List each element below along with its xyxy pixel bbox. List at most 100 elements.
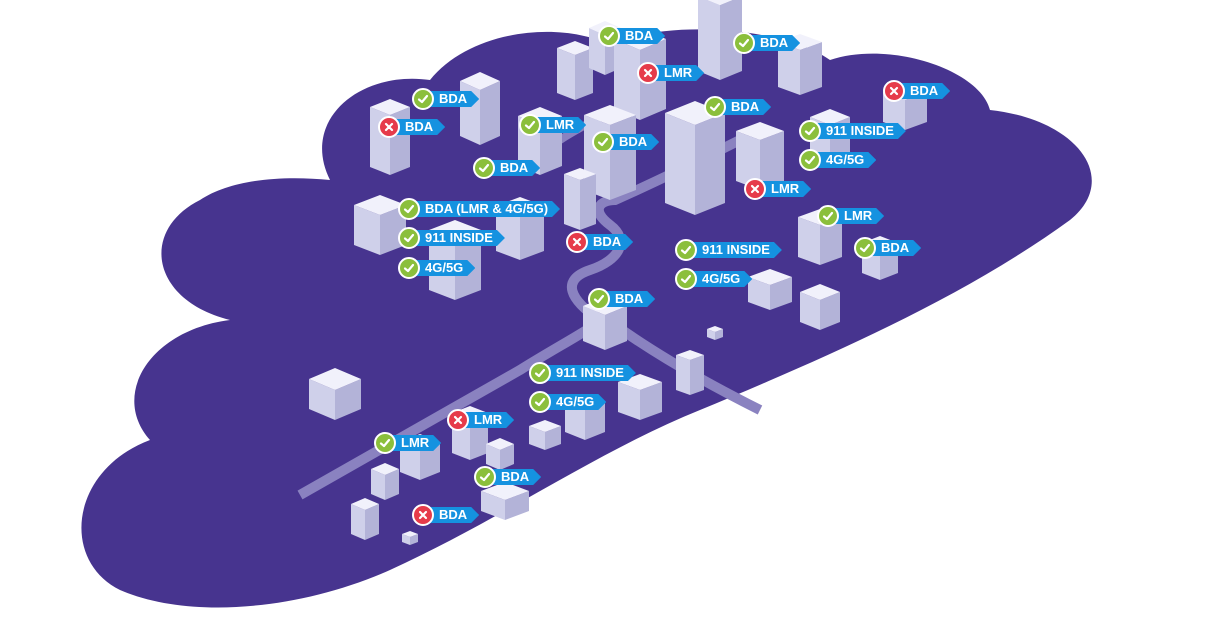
check-icon — [799, 120, 821, 142]
building-33 — [481, 482, 529, 520]
coverage-tag: 911 INSIDE — [398, 227, 420, 249]
tag-label: LMR — [458, 412, 514, 428]
check-icon — [398, 198, 420, 220]
check-icon — [704, 96, 726, 118]
coverage-tag: LMR — [519, 114, 541, 136]
building-24 — [676, 350, 704, 395]
building-left-face — [800, 292, 820, 330]
building-left-face — [481, 491, 505, 520]
cross-icon — [412, 504, 434, 526]
tag-label: BDA — [423, 91, 479, 107]
coverage-tag: 911 INSIDE — [799, 120, 821, 142]
tag-label: BDA — [484, 160, 540, 176]
tag-label: LMR — [755, 181, 811, 197]
check-icon — [854, 237, 876, 259]
building-left-face — [354, 205, 380, 255]
tag-label: BDA — [715, 99, 771, 115]
building-roof — [707, 326, 723, 332]
building-roof — [460, 72, 500, 90]
coverage-tag: BDA — [592, 131, 614, 153]
check-icon — [598, 25, 620, 47]
building-roof — [351, 498, 379, 510]
building-left-face — [460, 81, 480, 145]
tag-label: BDA — [389, 119, 445, 135]
building-left-face — [402, 534, 410, 545]
tag-label: BDA — [599, 291, 655, 307]
coverage-tag: BDA — [378, 116, 400, 138]
building-left-face — [496, 206, 520, 260]
building-right-face — [500, 444, 514, 470]
building-right-face — [760, 131, 784, 190]
building-roof — [676, 350, 704, 360]
tag-label: BDA — [894, 83, 950, 99]
building-left-face — [309, 379, 335, 420]
building-roof — [481, 482, 529, 500]
coverage-tag: 4G/5G — [675, 268, 697, 290]
tag-label: BDA — [744, 35, 800, 51]
tag-label: LMR — [385, 435, 441, 451]
building-5 — [778, 34, 822, 95]
building-right-face — [420, 442, 440, 480]
building-left-face — [400, 442, 420, 480]
tag-label: BDA — [609, 28, 665, 44]
building-left-face — [618, 382, 640, 420]
building-right-face — [480, 81, 500, 145]
building-right-face — [715, 329, 723, 340]
check-icon — [675, 239, 697, 261]
coverage-tag: BDA — [854, 237, 876, 259]
coverage-tag: BDA — [412, 504, 434, 526]
building-right-face — [770, 277, 792, 310]
building-right-face — [575, 48, 593, 100]
building-12 — [736, 122, 784, 190]
coverage-tag: BDA — [412, 88, 434, 110]
building-roof — [736, 122, 784, 140]
building-left-face — [564, 174, 580, 230]
coverage-tag: LMR — [637, 62, 659, 84]
cross-icon — [447, 409, 469, 431]
building-left-face — [736, 131, 760, 190]
building-22 — [707, 326, 723, 340]
coverage-tag: LMR — [374, 432, 396, 454]
building-right-face — [640, 382, 662, 420]
coverage-tag: 911 INSIDE — [675, 239, 697, 261]
building-left-face — [486, 444, 500, 470]
check-icon — [412, 88, 434, 110]
building-32 — [371, 463, 399, 500]
building-right-face — [385, 469, 399, 500]
coverage-tag: BDA — [598, 25, 620, 47]
building-roof — [564, 168, 596, 180]
building-left-face — [778, 42, 800, 95]
coverage-tag: BDA — [474, 466, 496, 488]
check-icon — [529, 391, 551, 413]
check-icon — [519, 114, 541, 136]
building-left-face — [707, 329, 715, 340]
building-roof — [557, 41, 593, 55]
building-roof — [800, 284, 840, 300]
tag-label: BDA (LMR & 4G/5G) — [409, 201, 560, 217]
building-left-face — [557, 48, 575, 100]
coverage-tag: BDA — [733, 32, 755, 54]
building-roof — [309, 368, 361, 390]
tag-label: 911 INSIDE — [686, 242, 782, 258]
building-roof — [402, 531, 418, 537]
check-icon — [588, 288, 610, 310]
building-left-face — [676, 355, 690, 395]
coverage-tag: 4G/5G — [398, 257, 420, 279]
coverage-tag: BDA — [704, 96, 726, 118]
tag-label: LMR — [828, 208, 884, 224]
coverage-tag: 4G/5G — [799, 149, 821, 171]
building-left-face — [583, 306, 605, 350]
building-21 — [800, 284, 840, 330]
building-35 — [402, 531, 418, 545]
tag-label: 4G/5G — [540, 394, 606, 410]
building-right-face — [605, 306, 627, 350]
tag-label: LMR — [530, 117, 586, 133]
building-left-face — [798, 217, 820, 265]
building-roof — [486, 438, 514, 450]
building-right-face — [365, 504, 379, 540]
check-icon — [374, 432, 396, 454]
building-roof — [707, 0, 733, 5]
building-roof — [584, 105, 636, 125]
check-icon — [529, 362, 551, 384]
